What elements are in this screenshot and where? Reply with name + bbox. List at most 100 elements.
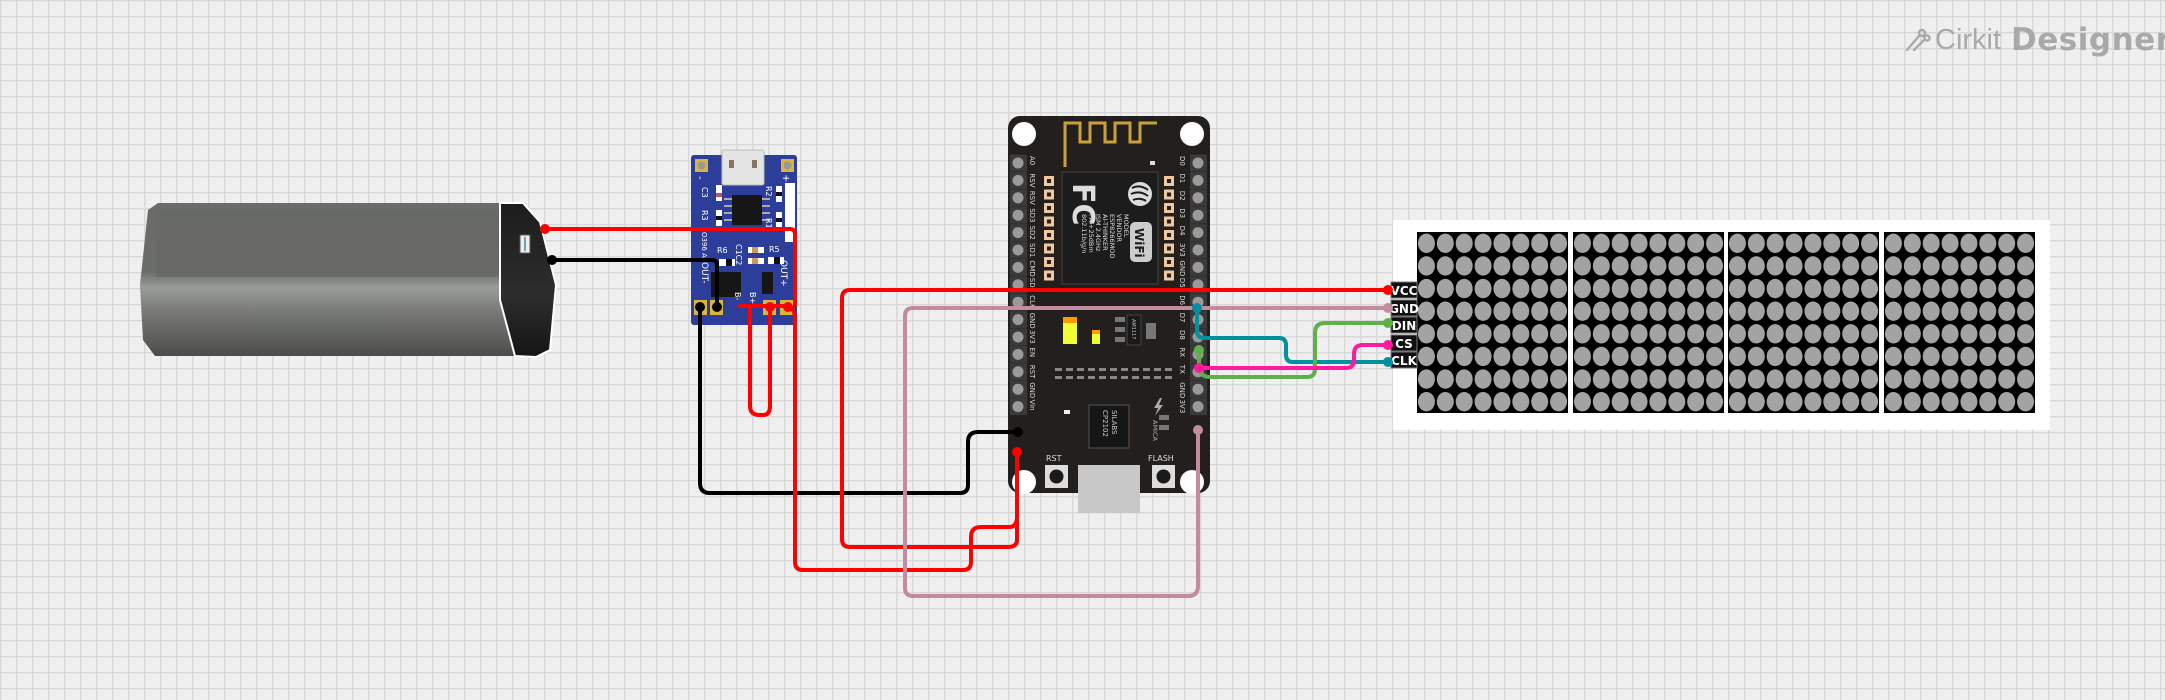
endpoint-matrix-clk[interactable] bbox=[1383, 357, 1393, 367]
pin-left-3v3[interactable] bbox=[1012, 331, 1024, 343]
pin-label-right: D7 bbox=[1178, 313, 1186, 323]
pin-left-gnd[interactable] bbox=[1012, 383, 1024, 395]
endpoint-mcu-d8[interactable] bbox=[1194, 363, 1204, 373]
wire-battery-plus[interactable] bbox=[543, 227, 797, 307]
pin-left-rst[interactable] bbox=[1012, 366, 1024, 378]
endpoint-matrix-gnd[interactable] bbox=[1383, 303, 1393, 313]
wire-d5-to-clk[interactable] bbox=[1195, 306, 1390, 364]
led-dash bbox=[1099, 368, 1106, 371]
led-dot bbox=[1766, 324, 1784, 344]
pin-right-gnd[interactable] bbox=[1192, 261, 1204, 273]
led-dot bbox=[1512, 278, 1530, 299]
led-dot bbox=[1550, 301, 1568, 321]
led-dash bbox=[1143, 368, 1150, 371]
pin-right-d3[interactable] bbox=[1192, 209, 1204, 221]
endpoint-mcu-gnd[interactable] bbox=[1013, 427, 1023, 437]
pin-right-d0[interactable] bbox=[1192, 157, 1204, 169]
pin-left-a0[interactable] bbox=[1012, 157, 1024, 169]
endpoint-b-plus[interactable] bbox=[765, 302, 775, 312]
endpoint-mcu-d5[interactable] bbox=[1192, 303, 1202, 313]
pin-left-sd0[interactable] bbox=[1012, 279, 1024, 291]
endpoint-matrix-din[interactable] bbox=[1383, 318, 1393, 328]
wire-bplus-loop[interactable] bbox=[748, 304, 772, 417]
endpoint-matrix-cs[interactable] bbox=[1383, 340, 1393, 350]
endpoint-mcu-d7[interactable] bbox=[1194, 345, 1204, 355]
wire-gnd-to-matrix-gnd[interactable] bbox=[903, 306, 1390, 598]
nodemcu-board[interactable]: FC WiFi MODELVENDORESP8266MODAI-THINKERI… bbox=[1008, 116, 1210, 513]
battery[interactable] bbox=[140, 202, 558, 359]
endpoint-out-plus[interactable] bbox=[783, 302, 793, 312]
endpoint-battery-plus[interactable] bbox=[540, 224, 550, 234]
wire-vin-to-vcc[interactable] bbox=[840, 288, 1390, 549]
pin-right-gnd[interactable] bbox=[1192, 383, 1204, 395]
led-dot bbox=[1573, 278, 1591, 299]
pin-right-d1[interactable] bbox=[1192, 174, 1204, 186]
pin-right-3v3[interactable] bbox=[1192, 401, 1204, 413]
pin-left-clk[interactable] bbox=[1012, 296, 1024, 308]
charger-module[interactable]: C3 R3 R2 R1 R6 C1C2 R5 O396 A OUT- OUT+ … bbox=[691, 149, 797, 325]
micro-usb-port[interactable] bbox=[1078, 465, 1140, 513]
led-dot bbox=[1842, 369, 1860, 389]
endpoint-matrix-vcc[interactable] bbox=[1383, 285, 1393, 295]
endpoint-b-minus[interactable] bbox=[712, 302, 722, 312]
wire-battery-minus[interactable] bbox=[550, 258, 719, 309]
led-dot bbox=[1687, 278, 1705, 299]
led-dot bbox=[1884, 256, 1902, 276]
wire-d8-to-cs[interactable] bbox=[1197, 343, 1390, 370]
led-dot bbox=[1573, 324, 1591, 344]
silk-r2: R2 bbox=[764, 186, 773, 197]
wire-out-plus-to-vin[interactable] bbox=[786, 305, 1019, 572]
led-dot bbox=[1842, 256, 1860, 276]
pin-label-left: SD1 bbox=[1028, 243, 1036, 257]
led-dot bbox=[1728, 391, 1746, 412]
pin-left-cmd[interactable] bbox=[1012, 261, 1024, 273]
endpoint-mcu-gnd-right[interactable] bbox=[1193, 425, 1203, 435]
endpoint-mcu-vin[interactable] bbox=[1012, 447, 1022, 457]
pin-right-d5[interactable] bbox=[1192, 279, 1204, 291]
pin-right-d2[interactable] bbox=[1192, 192, 1204, 204]
led-dot bbox=[1474, 278, 1492, 299]
wifi-logo bbox=[1130, 222, 1152, 262]
pin-left-vin[interactable] bbox=[1012, 401, 1024, 413]
pin-label-left: RSV bbox=[1028, 173, 1036, 187]
wire-d7-to-din[interactable] bbox=[1197, 321, 1390, 379]
pin-left-sd2[interactable] bbox=[1012, 227, 1024, 239]
silk-c1c2: C1C2 bbox=[734, 244, 743, 265]
pin-left-gnd[interactable] bbox=[1012, 314, 1024, 326]
matrix-pin-label: VCC bbox=[1391, 284, 1418, 298]
led-dash bbox=[1132, 368, 1139, 371]
led-dot bbox=[1998, 369, 2016, 389]
led-dot bbox=[1493, 233, 1511, 254]
led-dot bbox=[1861, 369, 1879, 389]
led-dot bbox=[1861, 278, 1879, 299]
led-dot bbox=[2017, 324, 2035, 344]
led-dot bbox=[1436, 369, 1454, 389]
pin-right-3v3[interactable] bbox=[1192, 244, 1204, 256]
pin-left-sd1[interactable] bbox=[1012, 244, 1024, 256]
pin-left-rsv[interactable] bbox=[1012, 174, 1024, 186]
led-dot bbox=[1861, 233, 1879, 254]
led-dot bbox=[1941, 233, 1959, 254]
led-dot bbox=[1455, 278, 1473, 299]
wire-out-minus-to-gnd[interactable] bbox=[698, 305, 1020, 495]
led-dot bbox=[1804, 391, 1822, 412]
pin-left-sd3[interactable] bbox=[1012, 209, 1024, 221]
led-dash bbox=[1110, 376, 1117, 379]
led-dash bbox=[1165, 368, 1172, 371]
endpoint-battery-minus[interactable] bbox=[547, 255, 557, 265]
led-dash bbox=[1143, 376, 1150, 379]
led-dot bbox=[1766, 256, 1784, 276]
led-dot bbox=[1687, 391, 1705, 412]
led-dot bbox=[1823, 346, 1841, 367]
pin-right-d4[interactable] bbox=[1192, 227, 1204, 239]
shield-text: 802.11b/g/n bbox=[1080, 214, 1088, 254]
pin-left-en[interactable] bbox=[1012, 348, 1024, 360]
led-dash bbox=[1121, 368, 1128, 371]
pin-label-left: SD2 bbox=[1028, 226, 1036, 240]
led-dot bbox=[1649, 301, 1667, 321]
endpoint-out-minus[interactable] bbox=[695, 302, 705, 312]
pin-left-rsv[interactable] bbox=[1012, 192, 1024, 204]
pin-label-right: D6 bbox=[1178, 295, 1186, 305]
